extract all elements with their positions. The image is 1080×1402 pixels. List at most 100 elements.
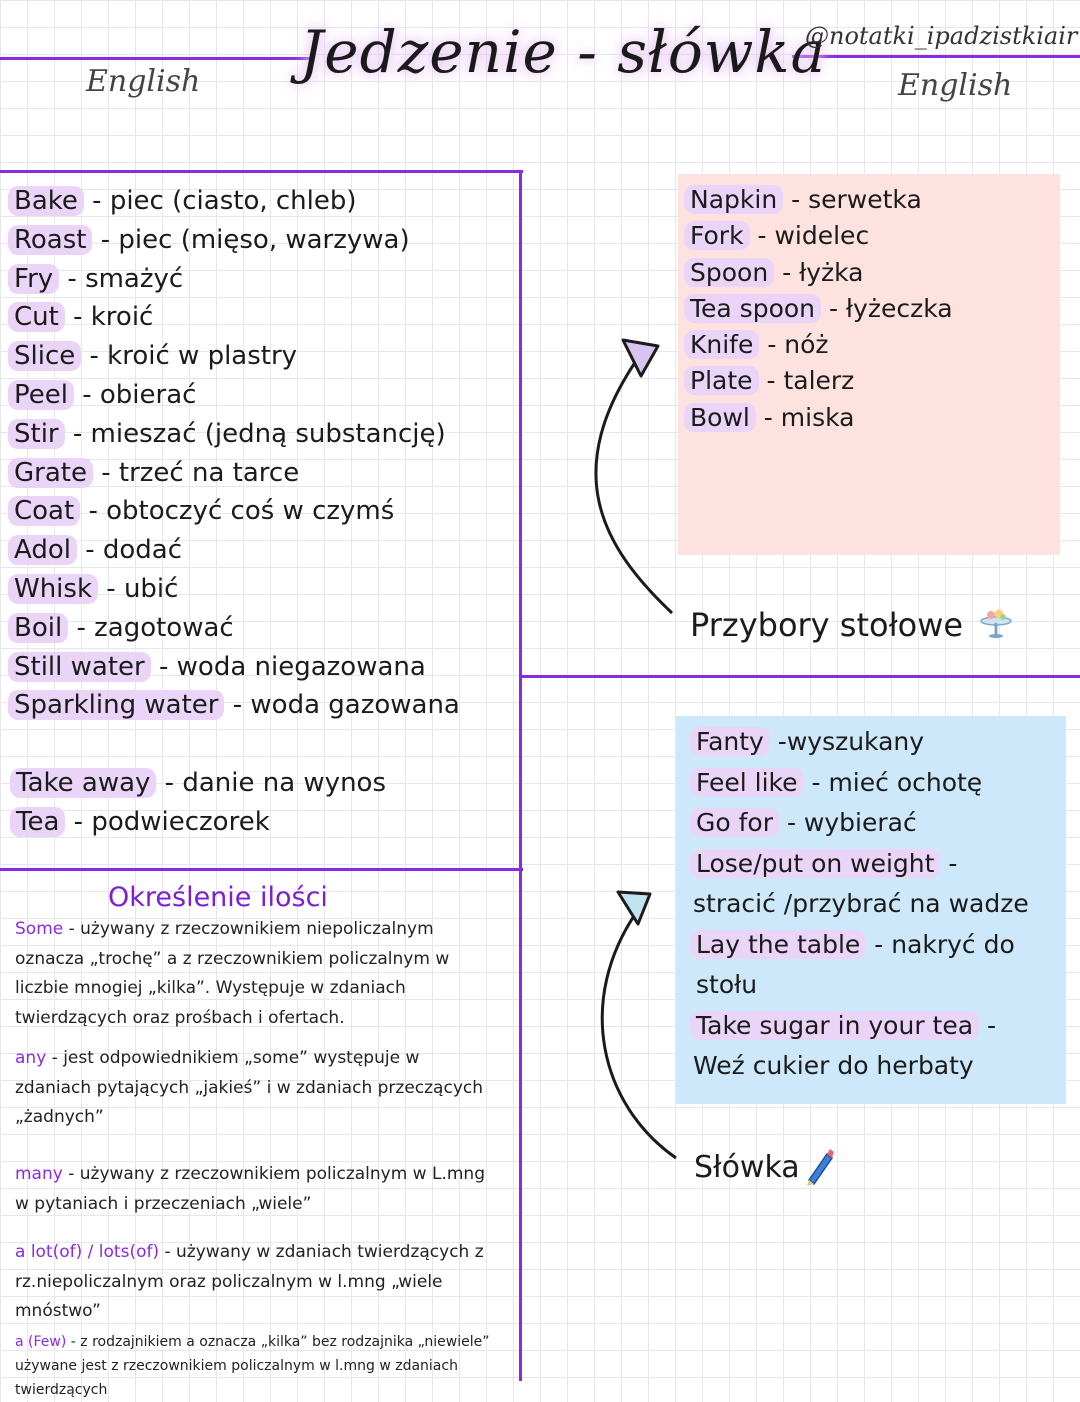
vocab-term: Napkin: [684, 185, 784, 214]
vocab-translation: widelec: [774, 221, 870, 251]
vocab-translation: kroić w plastry: [107, 341, 298, 372]
phrases-section-label: Słówka: [694, 1150, 800, 1185]
extra-vocab-list: Take away - danie na wynos Tea - podwiec…: [10, 764, 386, 842]
vocab-term: Sparkling water: [8, 690, 225, 721]
vocab-term: Still water: [8, 651, 151, 682]
cutlery-section-label: Przybory stołowe: [690, 606, 964, 644]
note-few: a (Few) - z rodzajnikiem a oznacza „kilk…: [15, 1330, 495, 1402]
vocab-translation: serwetka: [808, 185, 922, 214]
vocab-term: Bowl: [684, 402, 756, 432]
phrases-list: Fanty -wyszukany Feel like - mieć ochotę…: [690, 722, 1029, 1087]
vocab-translation: podwieczorek: [91, 806, 270, 837]
arrow-to-phrases: [600, 890, 677, 1160]
english-label-left: English: [86, 64, 201, 99]
phrase-row-take-sugar: Take sugar in your tea -: [690, 1006, 1029, 1047]
phrase-separator: -: [769, 727, 787, 756]
vocab-translation: ubić: [123, 573, 179, 604]
phrase-row-go-for: Go for - wybierać: [690, 803, 1029, 844]
vocab-row-bake: Bake - piec (ciasto, chleb): [8, 182, 460, 221]
vocab-row-cut: Cut - kroić: [8, 298, 460, 337]
vocab-term: Plate: [684, 366, 759, 396]
vocab-translation: stracić /przybrać na wadze: [693, 889, 1029, 918]
keyword-a-lot: a lot(of) / lots(of): [15, 1242, 160, 1262]
vocab-row-stir: Stir - mieszać (jedną substancję): [8, 415, 460, 454]
vocab-translation: kroić: [90, 302, 154, 333]
english-label-right: English: [898, 68, 1013, 103]
quantity-section-title: Określenie ilości: [108, 882, 328, 913]
cooking-verbs-list: Bake - piec (ciasto, chleb) Roast - piec…: [8, 182, 460, 725]
vocab-term: Coat: [8, 496, 81, 527]
vocab-term: Go for: [690, 808, 779, 837]
keyword-few: a (Few): [15, 1334, 67, 1350]
cutlery-row-spoon: Spoon - łyżka: [684, 255, 953, 291]
vocab-term: Adol: [8, 535, 77, 566]
vocab-translation: dodać: [102, 535, 183, 566]
vocab-translation: woda niegazowana: [176, 651, 426, 682]
vocab-row-take-away: Take away - danie na wynos: [10, 764, 386, 803]
phrase-separator: -: [866, 929, 892, 959]
note-a-lot-text: - używany w zdaniach twierdzących z rz.n…: [15, 1242, 484, 1321]
vocab-translation: Weź cukier do herbaty: [693, 1051, 974, 1080]
phrase-row-feel-like: Feel like - mieć ochotę: [690, 763, 1029, 804]
cutlery-row-napkin: Napkin - serwetka: [684, 182, 953, 218]
vocab-term: Fork: [684, 221, 750, 251]
vocab-translation: danie na wynos: [182, 768, 387, 798]
vocab-translation: smażyć: [85, 263, 184, 294]
vocab-translation: trzeć na tarce: [118, 457, 300, 488]
vocab-term: Lay the table: [690, 929, 867, 959]
vocab-translation: piec (mięso, warzywa): [118, 224, 410, 255]
note-many-text: - używany z rzeczownikiem policzalnym w …: [15, 1164, 485, 1214]
keyword-any: any: [15, 1048, 47, 1068]
cake-stand-icon: [980, 609, 1012, 638]
vocab-term: Bake: [8, 186, 84, 216]
vocab-translation: talerz: [783, 366, 855, 396]
vocab-term: Fry: [8, 263, 60, 294]
pen-icon: [807, 1149, 834, 1186]
vocab-translation: wybierać: [803, 808, 917, 837]
vocab-row-grate: Grate - trzeć na tarce: [8, 454, 460, 493]
cutlery-row-knife: Knife - nóż: [684, 327, 953, 363]
note-few-text: - z rodzajnikiem a oznacza „kilka” bez r…: [15, 1334, 490, 1398]
phrase-separator: -: [940, 848, 958, 878]
vocab-term: Lose/put on weight: [690, 848, 941, 878]
vocab-term: Stir: [8, 418, 65, 449]
vocab-term: Take away: [10, 768, 157, 798]
vocab-translation: wyszukany: [786, 727, 925, 756]
vocab-term: Feel like: [690, 767, 804, 797]
phrase-row-lay-table: Lay the table - nakryć do: [690, 925, 1029, 966]
vocab-translation: miska: [780, 402, 855, 432]
vocab-row-boil: Boil - zagotować: [8, 609, 460, 648]
vocab-translation: nakryć do: [891, 929, 1015, 959]
cutlery-row-fork: Fork - widelec: [684, 218, 953, 254]
vocab-term: Tea: [10, 806, 66, 837]
phrase-row-lose-weight-translation: stracić /przybrać na wadze: [690, 884, 1029, 925]
vocab-term: Knife: [684, 330, 760, 360]
vocab-row-peel: Peel - obierać: [8, 376, 460, 415]
vocab-translation: łyżeczka: [845, 293, 953, 323]
cutlery-row-bowl: Bowl - miska: [684, 400, 953, 436]
vocab-term: Boil: [8, 612, 69, 643]
vocab-term: Fanty: [690, 727, 770, 756]
note-any: any - jest odpowiednikiem „some” występu…: [15, 1044, 485, 1133]
phrase-separator: -: [779, 808, 804, 837]
phrase-separator: -: [979, 1010, 997, 1040]
author-handle: @notatki_ipadzistkiair: [805, 22, 1078, 50]
vocab-row-coat: Coat - obtoczyć coś w czymś: [8, 492, 460, 531]
phrase-separator: -: [803, 767, 829, 797]
lower-left-right-border: [519, 871, 522, 1381]
vocab-row-slice: Slice - kroić w plastry: [8, 337, 460, 376]
note-some-text: - używany z rzeczownikiem niepoliczalnym…: [15, 919, 450, 1028]
vocab-term: Slice: [8, 341, 82, 372]
vocab-term: Spoon: [684, 257, 775, 287]
note-a-lot: a lot(of) / lots(of) - używany w zdaniac…: [15, 1238, 505, 1327]
vocab-translation: mieszać (jedną substancję): [90, 418, 446, 449]
vocab-term: Whisk: [8, 573, 99, 604]
vocab-term: Tea spoon: [684, 293, 821, 323]
phrase-row-lose-weight: Lose/put on weight -: [690, 844, 1029, 885]
vocab-translation: piec (ciasto, chleb): [109, 186, 357, 216]
note-some: Some - używany z rzeczownikiem niepolicz…: [15, 915, 495, 1033]
page-title: Jedzenie - słówka: [300, 18, 827, 86]
vocab-term: Peel: [8, 379, 74, 410]
cutlery-row-plate: Plate - talerz: [684, 363, 953, 399]
vocab-translation: woda gazowana: [250, 690, 460, 721]
